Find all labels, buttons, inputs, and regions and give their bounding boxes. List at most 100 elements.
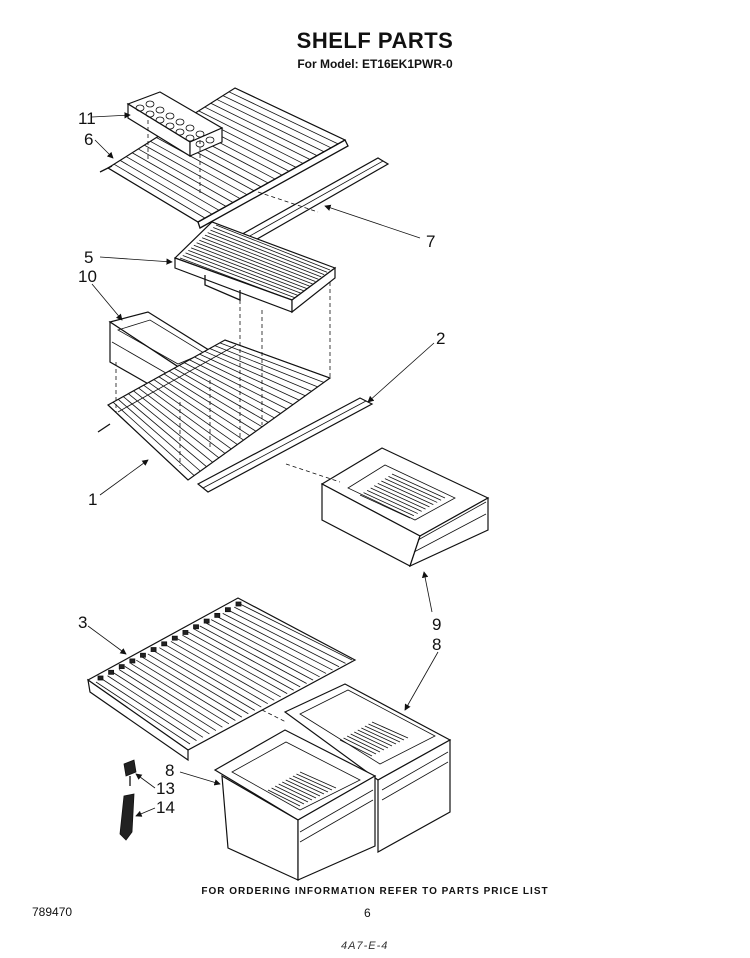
ice-cup xyxy=(165,122,175,130)
hatch-line xyxy=(185,252,298,296)
handwritten-mark: 4A7-E-4 xyxy=(341,940,389,952)
hatch-line xyxy=(216,99,325,153)
hatch-line xyxy=(123,396,207,468)
ice-cup xyxy=(155,106,165,114)
callout-6: 6 xyxy=(84,130,93,149)
hatch-line xyxy=(363,492,415,517)
hatch-line xyxy=(187,631,294,691)
hatch-line xyxy=(188,250,301,294)
callout-8-lower: 8 xyxy=(165,761,174,780)
callout-9: 9 xyxy=(432,615,441,634)
hatch-line xyxy=(136,659,236,721)
crisper-drawer-left xyxy=(213,729,377,881)
hatch-line xyxy=(130,662,230,725)
hatch-line xyxy=(113,672,210,735)
hatch-line xyxy=(234,606,346,664)
hatch-line xyxy=(282,781,317,799)
hatch-line xyxy=(222,613,333,671)
hatch-line xyxy=(361,727,397,745)
hatch-line xyxy=(148,382,238,445)
ice-cup xyxy=(145,100,155,108)
hatch-line xyxy=(350,733,385,751)
hatch-line xyxy=(179,257,293,301)
hatch-line xyxy=(285,779,321,797)
hatch-line xyxy=(143,384,232,450)
upper-drawer xyxy=(320,447,490,568)
hatch-line xyxy=(179,365,275,419)
ice-tray xyxy=(126,91,224,158)
hatch-line xyxy=(124,666,223,728)
hatch-line xyxy=(138,148,234,203)
hatch-line xyxy=(119,160,213,215)
callout-5: 5 xyxy=(84,248,93,267)
hatch-line xyxy=(216,616,327,674)
hatch-line xyxy=(107,167,199,223)
leader-lines xyxy=(87,112,439,817)
cover-notch xyxy=(182,630,189,635)
hatch-line xyxy=(278,783,313,801)
callout-11: 11 xyxy=(78,109,96,128)
hatch-line xyxy=(211,619,320,678)
page-number: 6 xyxy=(364,906,371,920)
cover-notch xyxy=(214,612,221,618)
hatch-line xyxy=(205,622,314,681)
hatch-line xyxy=(133,390,220,459)
hatch-line xyxy=(228,609,340,668)
hatch-line xyxy=(112,401,195,476)
hatch-line xyxy=(101,678,197,741)
callout-8-upper: 8 xyxy=(432,635,441,654)
hatch-line xyxy=(371,721,409,739)
callout-13: 13 xyxy=(156,779,175,798)
hatch-line xyxy=(228,91,339,145)
hatch-line xyxy=(113,163,206,219)
hatch-line xyxy=(184,362,281,414)
cover-notch xyxy=(171,635,178,641)
hatch-line xyxy=(366,489,418,514)
callout-10: 10 xyxy=(78,267,97,286)
hatch-line xyxy=(168,370,263,428)
cover-notch xyxy=(203,618,210,624)
hatch-line xyxy=(209,348,312,392)
hatch-line xyxy=(214,345,318,388)
hatch-line xyxy=(153,650,256,711)
hatch-line xyxy=(292,775,329,793)
cover-notch xyxy=(161,641,168,647)
hatch-line xyxy=(170,641,275,701)
hatch-line xyxy=(299,771,337,789)
hatch-line xyxy=(107,404,189,481)
ice-cup xyxy=(185,134,195,142)
ice-cup xyxy=(165,112,175,120)
hatch-line xyxy=(125,156,220,211)
ice-cup xyxy=(135,104,145,112)
ice-cup xyxy=(145,110,155,118)
ice-cup xyxy=(175,118,185,126)
ice-cup xyxy=(175,128,185,136)
hatch-line xyxy=(117,399,201,472)
hatch-line xyxy=(384,478,438,503)
hatch-line xyxy=(267,789,301,807)
hatch-line xyxy=(144,144,241,199)
hatch-line xyxy=(224,339,331,379)
crisper-cover xyxy=(86,597,357,762)
hatch-line xyxy=(141,656,243,718)
main-wire-shelf xyxy=(97,339,332,481)
hatch-line xyxy=(213,227,328,273)
hatch-line xyxy=(388,475,442,501)
front-trim-rail xyxy=(196,397,374,493)
hatch-line xyxy=(128,393,213,463)
cover-notch xyxy=(193,624,199,630)
clip-part xyxy=(123,759,137,786)
hatch-line xyxy=(346,735,381,753)
callout-2: 2 xyxy=(436,329,445,348)
hatch-line xyxy=(107,675,204,738)
hatch-line xyxy=(354,731,389,749)
hatch-line xyxy=(182,255,296,299)
callout-1: 1 xyxy=(88,490,97,509)
hatch-line xyxy=(204,350,306,397)
hatch-line xyxy=(196,242,310,287)
hatch-line xyxy=(207,232,322,278)
hatch-line xyxy=(222,95,332,149)
hatch-line xyxy=(164,644,268,705)
hatch-line xyxy=(189,359,287,410)
